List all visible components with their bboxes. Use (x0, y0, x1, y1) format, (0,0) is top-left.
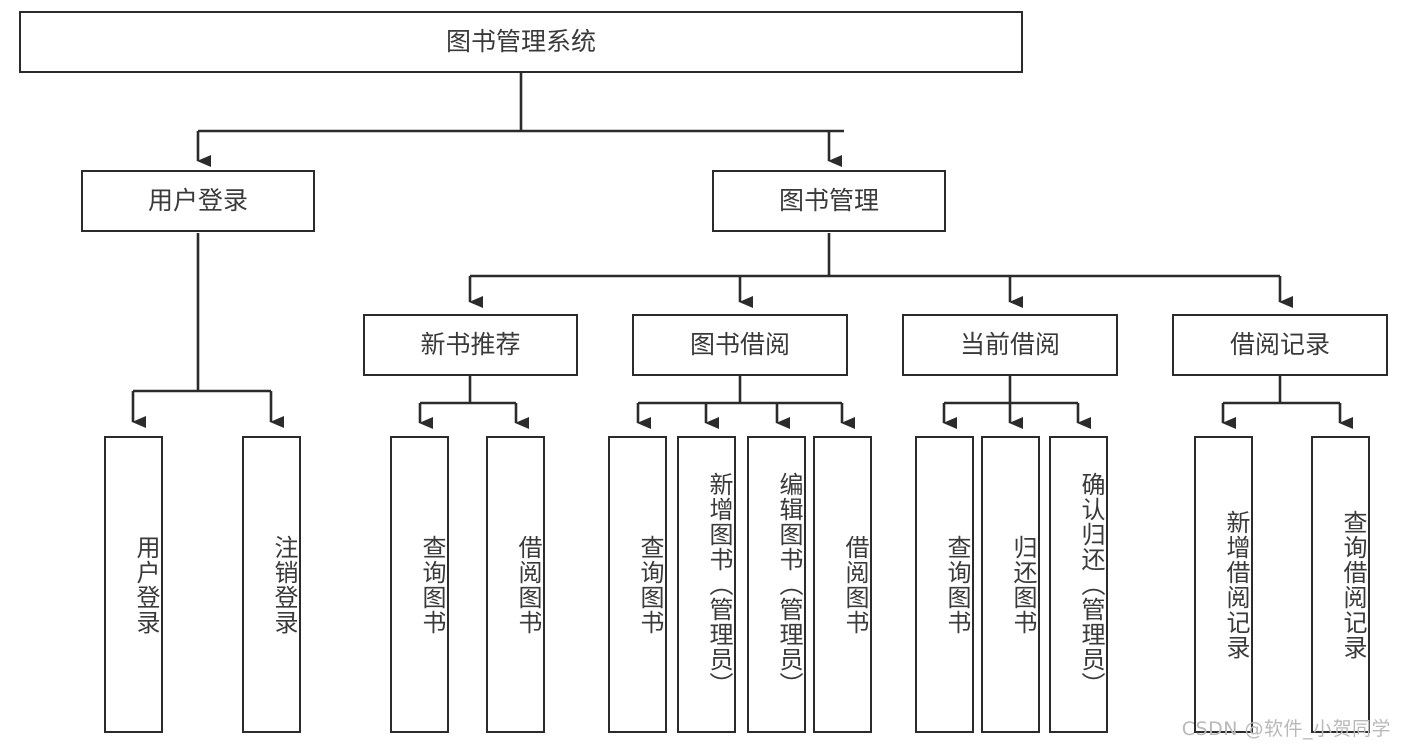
node-label: 查询图书 (418, 534, 446, 635)
leaf-book-borrow-edit-book-admin[interactable]: 编辑图书（管理员） (747, 436, 806, 733)
node-label: 新增借阅记录 (1222, 509, 1250, 660)
leaf-borrow-records-query-record[interactable]: 查询借阅记录 (1311, 436, 1370, 733)
node-label: 借阅记录 (1229, 330, 1330, 360)
node-label: 用户登录 (147, 186, 248, 216)
node-label: 借阅图书 (514, 534, 542, 635)
node-book-borrow[interactable]: 图书借阅 (632, 314, 848, 376)
node-label: 用户登录 (132, 534, 160, 635)
node-label: 当前借阅 (959, 330, 1060, 360)
node-root-system[interactable]: 图书管理系统 (19, 11, 1023, 73)
leaf-current-borrow-query-book[interactable]: 查询图书 (915, 436, 974, 733)
node-label: 查询图书 (636, 534, 664, 635)
node-label: 新增图书（管理员） (705, 472, 733, 697)
leaf-current-borrow-return-book[interactable]: 归还图书 (981, 436, 1040, 733)
node-label: 编辑图书（管理员） (775, 472, 803, 697)
node-label: 归还图书 (1009, 534, 1037, 635)
node-label: 查询图书 (943, 534, 971, 635)
leaf-book-borrow-add-book-admin[interactable]: 新增图书（管理员） (677, 436, 736, 733)
leaf-current-borrow-confirm-return-admin[interactable]: 确认归还（管理员） (1049, 436, 1108, 733)
node-label: 图书借阅 (689, 330, 790, 360)
node-borrow-records[interactable]: 借阅记录 (1172, 314, 1388, 376)
node-user-login[interactable]: 用户登录 (81, 170, 315, 232)
node-label: 查询借阅记录 (1339, 509, 1367, 660)
node-label: 图书管理 (778, 186, 879, 216)
node-label: 图书管理系统 (445, 27, 596, 57)
leaf-user-login-logout[interactable]: 注销登录 (242, 436, 301, 733)
leaf-user-login-login[interactable]: 用户登录 (104, 436, 163, 733)
node-book-management[interactable]: 图书管理 (712, 170, 946, 232)
node-new-book-recommend[interactable]: 新书推荐 (363, 314, 578, 376)
node-label: 借阅图书 (841, 534, 869, 635)
node-label: 确认归还（管理员） (1077, 472, 1105, 697)
leaf-new-book-query-book[interactable]: 查询图书 (390, 436, 449, 733)
node-current-borrow[interactable]: 当前借阅 (902, 314, 1118, 376)
csdn-watermark: CSDN @软件_小贺同学 (1181, 718, 1391, 740)
node-label: 注销登录 (270, 534, 298, 635)
node-label: 新书推荐 (420, 330, 521, 360)
leaf-borrow-records-add-record[interactable]: 新增借阅记录 (1194, 436, 1253, 733)
leaf-book-borrow-query-book[interactable]: 查询图书 (608, 436, 667, 733)
leaf-new-book-borrow-book[interactable]: 借阅图书 (486, 436, 545, 733)
leaf-book-borrow-borrow-book[interactable]: 借阅图书 (813, 436, 872, 733)
